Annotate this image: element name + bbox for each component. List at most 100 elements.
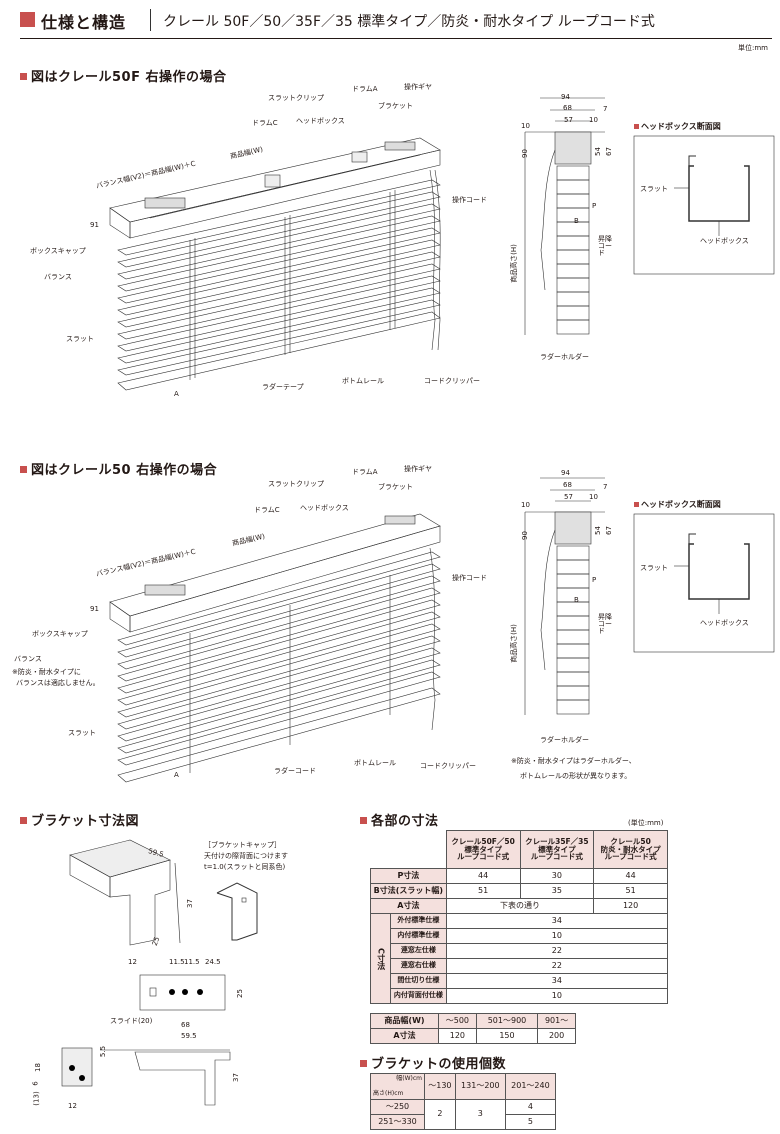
blind-diagram-50f	[109, 137, 441, 391]
usage-row: ～250	[370, 1099, 425, 1115]
dims-a-label: A寸法	[370, 898, 447, 914]
slat	[117, 287, 441, 364]
br-dim-6: 6	[31, 1081, 40, 1086]
dims-p-3: 44	[593, 868, 668, 884]
side-slat	[556, 165, 590, 181]
side-dim-94: 94	[561, 93, 570, 101]
side2-dim-10a: 10	[521, 501, 530, 509]
label-box-cap: ボックスキャップ	[30, 247, 86, 255]
a-table-col: 901～	[537, 1013, 576, 1029]
dims-c-row-value: 34	[445, 973, 669, 989]
dims-c-row-label: 連窓右仕様	[389, 958, 447, 974]
usage-corner: 幅(W)cm 高さ(H)cm	[370, 1073, 425, 1100]
side-dim-10b: 10	[589, 116, 598, 124]
slat	[117, 203, 441, 280]
label-bracket: ブラケット	[378, 102, 413, 110]
usage-col: 201～240	[504, 1073, 557, 1100]
side-slat	[556, 699, 590, 715]
side2-b: B	[574, 596, 579, 604]
side2-dim-7: 7	[603, 483, 608, 491]
dims-b-1: 51	[445, 883, 521, 899]
side-slat	[556, 249, 590, 265]
br-dim-68: 68	[181, 1021, 190, 1029]
section-slat-1: スラット	[640, 185, 668, 193]
side-slat	[556, 601, 590, 617]
bracket-side-view	[61, 1047, 231, 1106]
dims-c-row-label: 内付標準仕様	[389, 928, 447, 944]
dims-c-row-value: 10	[445, 928, 669, 944]
side2-lift-cord: 昇降コード	[598, 613, 612, 635]
side-slat	[556, 559, 590, 575]
section-box-1	[633, 135, 775, 275]
side-p: P	[592, 202, 597, 210]
usage-val: 4	[504, 1099, 557, 1115]
slat	[117, 671, 441, 766]
side-slat	[556, 235, 590, 251]
side-slat	[556, 643, 590, 659]
label2-dim-91: 91	[90, 605, 99, 613]
slat	[117, 551, 441, 646]
label2-headbox: ヘッドボックス	[300, 504, 349, 512]
side2-note2: ボトムレールの形状が異なります。	[520, 772, 632, 780]
dims-c-row-label: 間仕切り仕様	[389, 973, 447, 989]
label2-box-cap: ボックスキャップ	[32, 630, 88, 638]
diagram1-title: 図はクレール50F 右操作の場合	[20, 66, 227, 85]
unit-note: 単位:mm	[738, 44, 768, 52]
side-slat	[556, 573, 590, 589]
dims-c-label: C寸法	[370, 913, 391, 1004]
label-a: A	[174, 390, 179, 398]
side-slat	[556, 545, 590, 561]
slat	[117, 191, 441, 268]
section-headbox-2: ヘッドボックス	[700, 619, 749, 627]
section-title-1: ヘッドボックス断面図	[634, 123, 721, 131]
dims-c-row-label: 内付背面付仕様	[389, 988, 447, 1004]
slat	[117, 275, 441, 352]
label-slat: スラット	[66, 335, 94, 343]
header-divider	[150, 9, 151, 31]
dims-c-row-label: 連窓左仕様	[389, 943, 447, 959]
dims-c-row-value: 10	[445, 988, 669, 1004]
slat	[117, 179, 441, 256]
label2-operation-cord: 操作コード	[452, 574, 487, 582]
side2-dim-10b: 10	[589, 493, 598, 501]
dims-b-label: B寸法(スラット幅)	[370, 883, 447, 899]
br-dim-59-5b: 59.5	[181, 1032, 197, 1040]
header-rule	[20, 38, 772, 39]
a-table-val: 120	[438, 1028, 477, 1044]
bracket-cap-drawing	[216, 882, 258, 941]
slat	[117, 587, 441, 682]
a-table-val: 150	[475, 1028, 539, 1044]
header-marker	[20, 12, 35, 27]
usage-col: ～130	[424, 1073, 456, 1100]
section-slat-2: スラット	[640, 564, 668, 572]
br-slide: スライド(20)	[110, 1017, 153, 1025]
side-dim-10a: 10	[521, 122, 530, 130]
blind-diagram-50	[109, 513, 441, 783]
label2-operation-gear: 操作ギヤ	[404, 465, 432, 473]
br-dim-25b: 25	[235, 989, 244, 998]
br-dim-5-5: 5.5	[99, 1045, 108, 1058]
dims-table-title: 各部の寸法	[360, 810, 439, 829]
side-slat	[556, 277, 590, 293]
br-dim-37: 37	[185, 899, 194, 908]
usage-row: 251～330	[370, 1114, 425, 1130]
page-title: 仕様と構造	[41, 13, 127, 32]
slat	[117, 299, 441, 376]
side-slat	[556, 319, 590, 335]
side2-ladder-holder: ラダーホルダー	[540, 736, 589, 744]
label2-a: A	[174, 771, 179, 779]
slat	[117, 563, 441, 658]
side2-p: P	[592, 576, 597, 584]
side-slat	[556, 657, 590, 673]
side-slat	[556, 291, 590, 307]
diagram2-title: 図はクレール50 右操作の場合	[20, 459, 217, 478]
side-slat	[556, 305, 590, 321]
dims-head-1: クレール50F／50 標準タイプ ループコード式	[445, 830, 521, 869]
side2-dim-67: 67	[604, 526, 613, 535]
label2-cord-clipper: コードクリッパー	[420, 762, 476, 770]
side-slat	[556, 263, 590, 279]
usage-title: ブラケットの使用個数	[360, 1053, 506, 1072]
slat	[117, 659, 441, 754]
dims-p-2: 30	[519, 868, 595, 884]
bracket-top-view	[139, 974, 226, 1011]
